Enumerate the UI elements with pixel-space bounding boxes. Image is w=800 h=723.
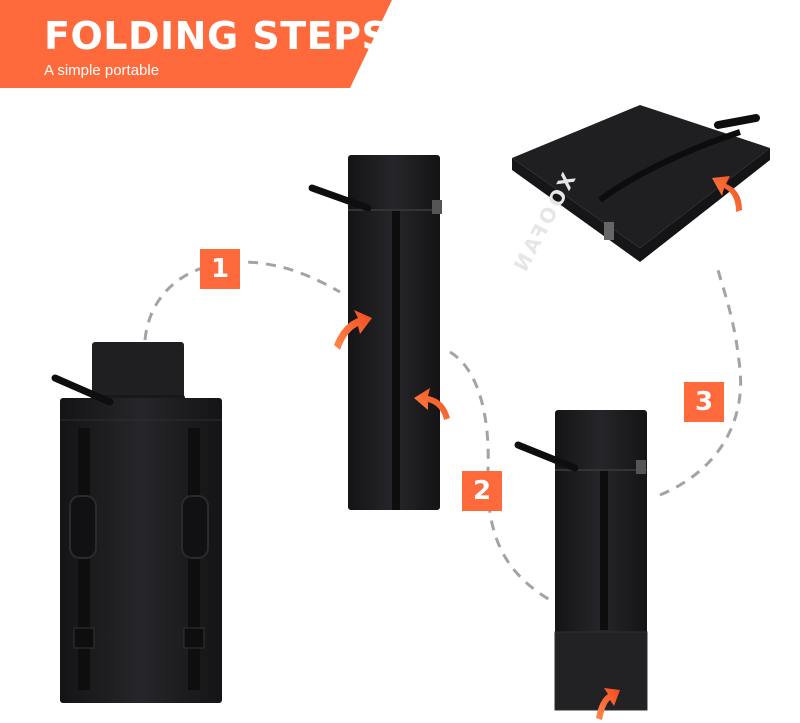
unfolded-mat (51, 342, 222, 703)
rolled-bag-flap (514, 410, 648, 711)
curved-arrow-icon (712, 176, 742, 212)
curved-arrow-icon (414, 388, 450, 420)
banner-title: FOLDING STEPS (44, 14, 390, 58)
step-badge-1-box (200, 249, 240, 289)
step-badge-3-box (684, 382, 724, 422)
step-badge-3: 3 (694, 387, 714, 417)
banner-background (0, 0, 392, 88)
dashed-path-icon (449, 350, 551, 602)
curved-arrow-icon (334, 310, 372, 350)
step-badge-2-box (462, 471, 502, 511)
packed-pouch (512, 105, 770, 262)
rolled-bag-tall (308, 155, 442, 510)
step-badge-2: 2 (472, 476, 492, 506)
step-badge-1: 1 (210, 254, 230, 284)
banner: FOLDING STEPS A simple portable (44, 14, 389, 79)
dashed-path-icon (143, 260, 341, 341)
banner-subtitle: A simple portable (44, 62, 160, 79)
curved-arrow-icon (596, 688, 620, 720)
